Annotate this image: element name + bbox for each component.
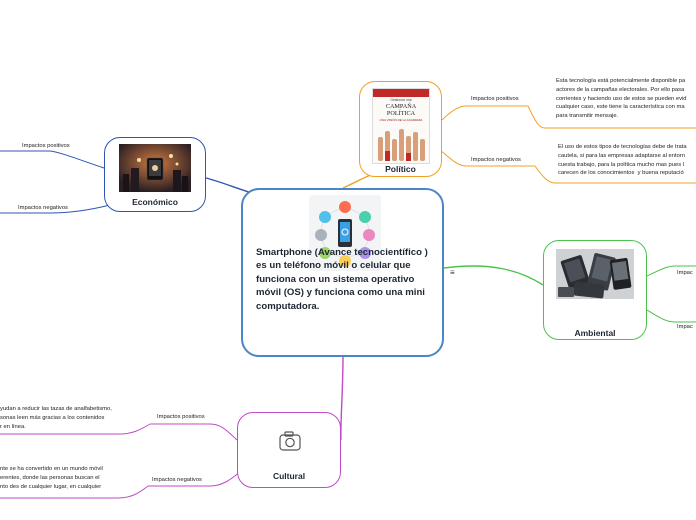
- link-eco-pos: [49, 150, 105, 169]
- raised-hands-icon: [378, 129, 425, 161]
- politico-positivos-detail: Esta tecnología está potencialmente disp…: [556, 78, 687, 120]
- link-cultural: [340, 356, 344, 441]
- central-topic[interactable]: Smartphone (Avance tecnocientífico ) es …: [241, 188, 444, 357]
- topic-economico[interactable]: Económico: [104, 137, 206, 212]
- topic-economico-label: Económico: [132, 197, 178, 207]
- topic-politico-label: Político: [385, 164, 416, 174]
- ewaste-phones-image: [556, 249, 634, 299]
- notes-icon[interactable]: ≡: [450, 268, 455, 277]
- link-eco-neg: [49, 204, 111, 214]
- link-pol-neg-leaf: [534, 165, 556, 184]
- link-cul-pos: [209, 423, 238, 441]
- politico-impactos-positivos[interactable]: Impactos positivos: [471, 96, 519, 102]
- topic-politico[interactable]: Gestionar una CAMPAÑA POLÍTICA UNA VISIÓ…: [359, 81, 442, 177]
- politico-negativos-detail: El uso de estos tipos de tecnologías deb…: [558, 144, 687, 177]
- book-subtitle: Gestionar una: [390, 98, 412, 102]
- cultural-negativos-detail: nte se ha convertido en un mundo móvil e…: [0, 466, 103, 490]
- ambiental-impactos-negativos[interactable]: Impac: [677, 324, 693, 330]
- link-pol-pos: [441, 105, 467, 121]
- link-ambiental: [443, 265, 544, 286]
- cultural-impactos-negativos[interactable]: Impactos negativos: [152, 477, 202, 483]
- cultural-impactos-positivos[interactable]: Impactos positivos: [157, 414, 205, 420]
- book-tagline: UNA VISIÓN DE LA ACADEMIA: [379, 118, 423, 122]
- book-title-line1: CAMPAÑA: [385, 103, 417, 110]
- topic-ambiental-label: Ambiental: [574, 328, 616, 338]
- link-pol-pos-leaf: [527, 105, 546, 129]
- smartphone-apps-icon: [309, 195, 381, 271]
- link-pol-neg: [439, 149, 467, 167]
- link-cul-neg: [209, 471, 241, 487]
- cultural-positivos-detail: yudan a reducir las tazas de analfabetis…: [0, 406, 112, 430]
- link-amb-pos: [646, 265, 677, 277]
- topic-cultural[interactable]: Cultural: [237, 412, 341, 488]
- link-amb-neg: [646, 309, 677, 323]
- camera-icon: [256, 421, 324, 465]
- economico-impactos-positivos[interactable]: Impactos positivos: [22, 143, 70, 149]
- link-cul-neg-leaf: [117, 485, 149, 499]
- link-cul-pos-leaf: [119, 423, 151, 435]
- politico-impactos-negativos[interactable]: Impactos negativos: [471, 157, 521, 163]
- topic-ambiental[interactable]: Ambiental: [543, 240, 647, 340]
- topic-cultural-label: Cultural: [272, 471, 306, 481]
- economico-impactos-negativos[interactable]: Impactos negativos: [18, 205, 68, 211]
- campaign-book-image: Gestionar una CAMPAÑA POLÍTICA UNA VISIÓ…: [372, 88, 430, 164]
- central-topic-title: Smartphone (Avance tecnocientífico ) es …: [256, 247, 428, 312]
- book-title-line2: POLÍTICA: [386, 110, 416, 117]
- ambiental-impactos-positivos[interactable]: Impac: [677, 270, 693, 276]
- economy-image: [119, 144, 191, 192]
